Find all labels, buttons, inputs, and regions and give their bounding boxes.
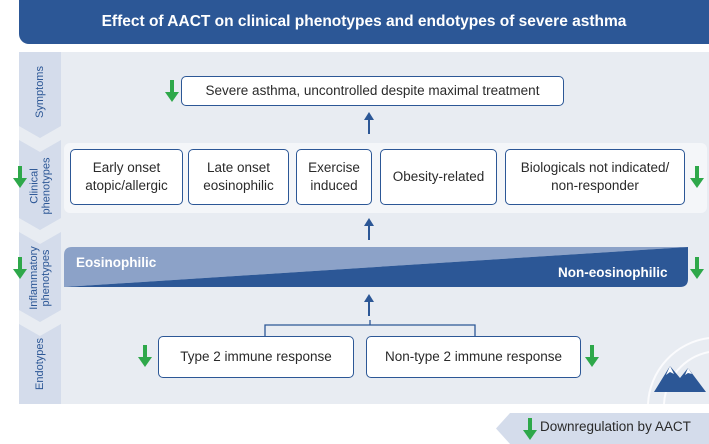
up-arrow-icon [364, 218, 374, 240]
endotype-box-non-type2: Non-type 2 immune response [366, 336, 581, 378]
legend-chevron [496, 413, 709, 444]
symptoms-box: Severe asthma, uncontrolled despite maxi… [181, 76, 564, 106]
downregulation-arrow-icon [585, 345, 599, 367]
endotype-box-type2: Type 2 immune response [158, 336, 354, 378]
eosinophilic-gradient-wedge [64, 247, 688, 287]
downregulation-arrow-icon [138, 345, 152, 367]
downregulation-arrow-icon [690, 257, 704, 279]
legend-label: Downregulation by AACT [540, 419, 691, 434]
downregulation-arrow-icon [13, 166, 27, 188]
phenotype-box-obesity: Obesity-related [380, 149, 497, 205]
downregulation-arrow-icon [523, 418, 537, 440]
downregulation-arrow-icon [13, 257, 27, 279]
non-eosinophilic-label: Non-eosinophilic [558, 265, 668, 280]
row-label-symptoms: Symptoms [34, 66, 46, 118]
phenotype-box-late-onset: Late onset eosinophilic [188, 149, 289, 205]
row-label-endotypes: Endotypes [34, 338, 47, 390]
up-arrow-icon [364, 294, 374, 316]
phenotype-box-early-onset: Early onset atopic/allergic [70, 149, 183, 205]
downregulation-arrow-icon [690, 166, 704, 188]
phenotype-box-exercise: Exercise induced [296, 149, 372, 205]
up-arrow-icon [364, 112, 374, 134]
diagram-title: Effect of AACT on clinical phenotypes an… [19, 0, 709, 44]
downregulation-arrow-icon [165, 80, 179, 102]
phenotype-box-biologicals: Biologicals not indicated/ non-responder [505, 149, 685, 205]
mountain-logo-icon [647, 337, 709, 404]
eosinophilic-label: Eosinophilic [76, 255, 157, 270]
row-chevrons [19, 52, 61, 404]
endotype-connector [264, 320, 476, 338]
